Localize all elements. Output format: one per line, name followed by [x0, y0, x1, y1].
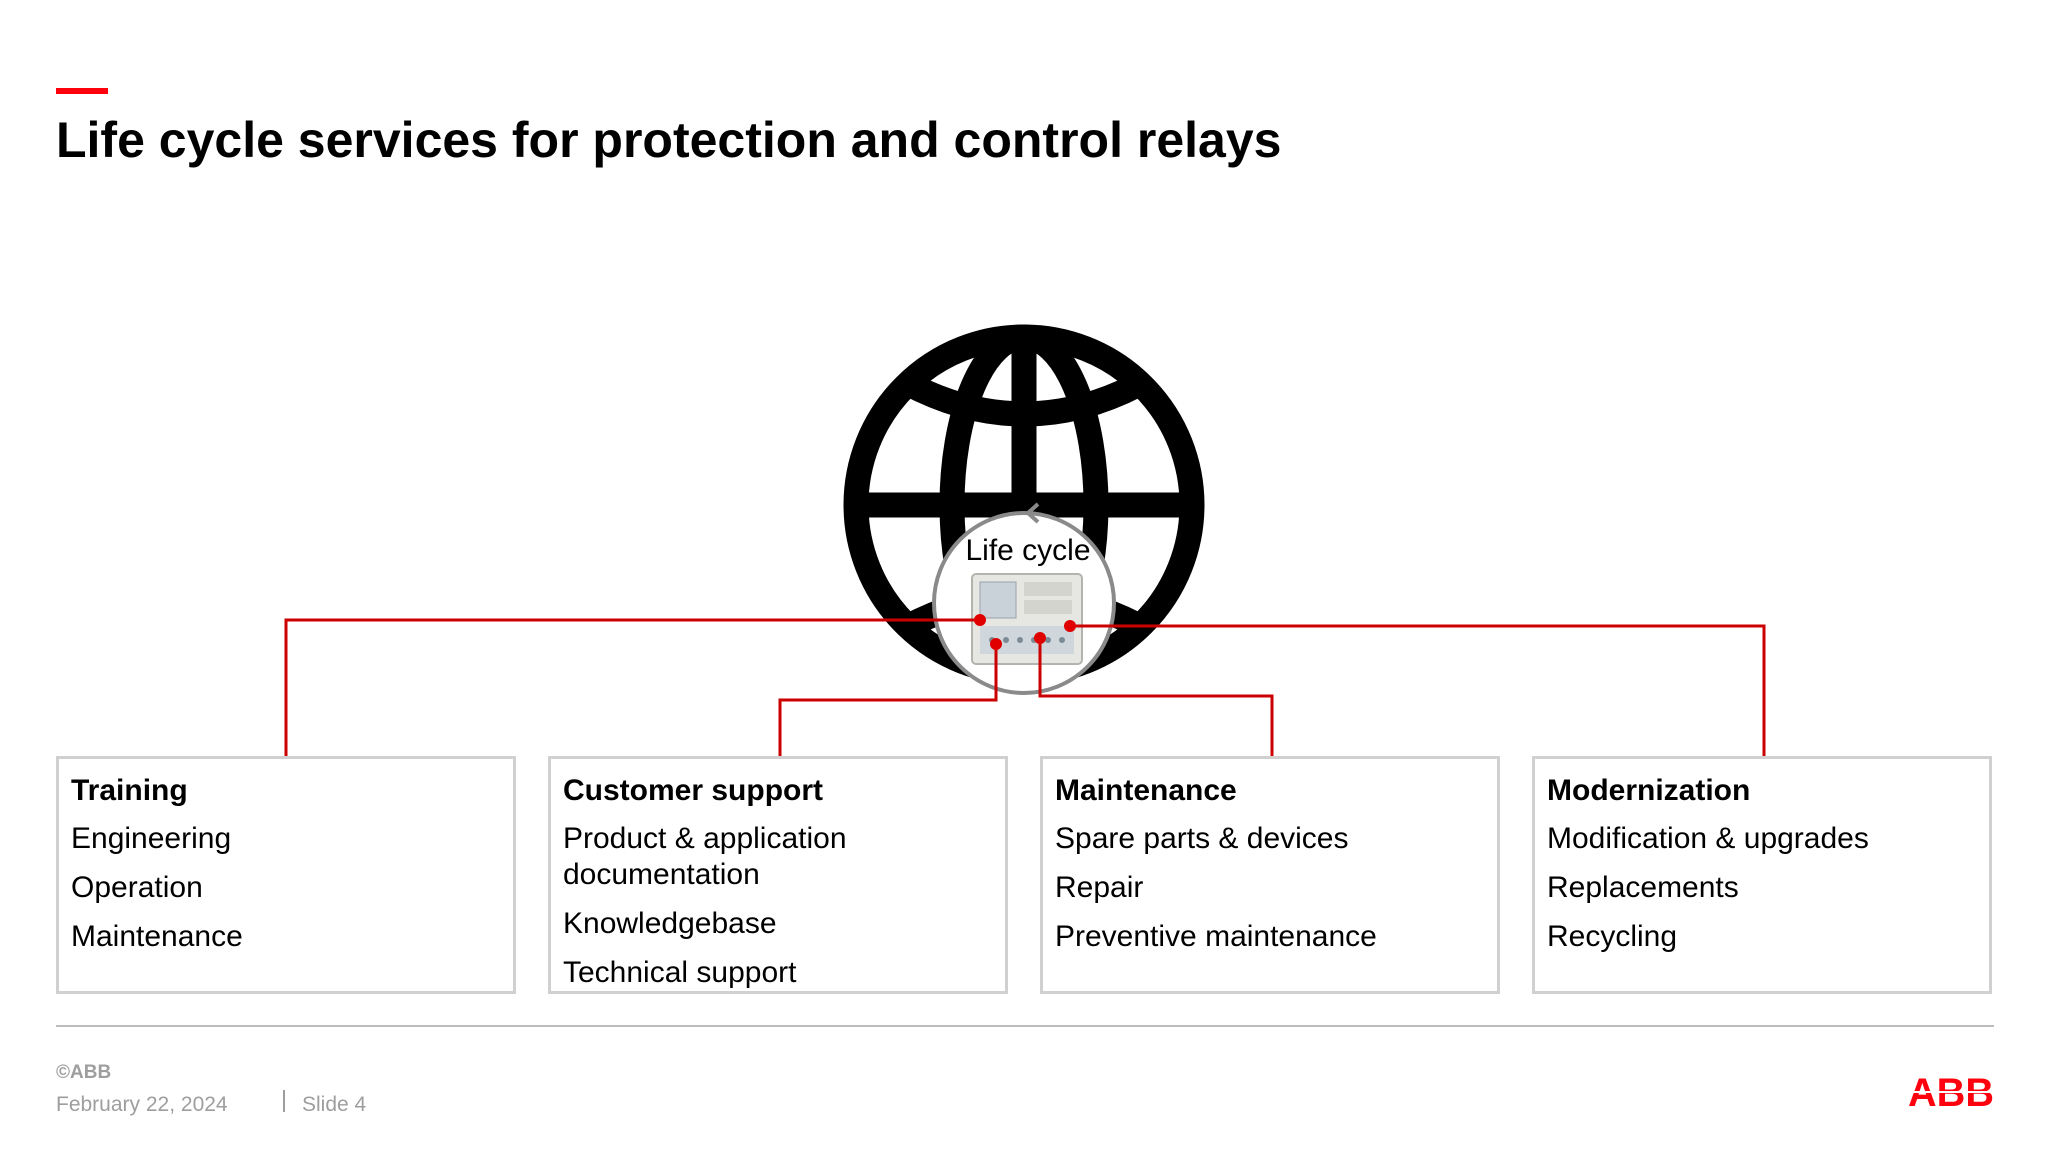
connector-dots — [974, 614, 1076, 650]
box-item: Repair — [1055, 871, 1144, 904]
connector-lines — [284, 618, 1766, 756]
box-item: Product & application documentation — [563, 822, 847, 891]
box-item: Recycling — [1547, 920, 1678, 953]
service-box-customer-support: Customer support Product & application d… — [548, 756, 1008, 994]
footer-divider — [56, 1025, 1994, 1027]
box-title: Modernization — [1547, 774, 1751, 807]
box-title: Maintenance — [1055, 774, 1237, 807]
box-item: Replacements — [1547, 871, 1739, 904]
box-title: Training — [71, 774, 188, 807]
page-title: Life cycle services for protection and c… — [56, 112, 1282, 168]
service-box-training: Training Engineering Operation Maintenan… — [56, 756, 516, 994]
cycle-arrow-icon — [1025, 502, 1040, 524]
connector-modernization — [1070, 624, 1766, 756]
lifecycle-label: Life cycle — [965, 534, 1091, 567]
connector-customer-support — [778, 644, 998, 756]
connector-training — [284, 618, 980, 756]
service-box-modernization: Modernization Modification & upgrades Re… — [1532, 756, 1992, 994]
connector-dot — [1034, 632, 1046, 644]
box-item: Modification & upgrades — [1547, 822, 1869, 855]
box-item: Technical support — [563, 956, 797, 989]
footer-separator — [283, 1090, 285, 1112]
box-item: Engineering — [71, 822, 232, 855]
box-item: Knowledgebase — [563, 907, 777, 940]
relay-device-image — [971, 573, 1083, 665]
connector-maintenance — [1038, 640, 1274, 756]
box-item: Spare parts & devices — [1055, 822, 1349, 855]
abb-logo: ABB — [1908, 1074, 1996, 1110]
connector-dot — [990, 638, 1002, 650]
box-item: Operation — [71, 871, 203, 904]
title-accent-bar — [56, 88, 108, 94]
slide-number: Slide 4 — [302, 1093, 367, 1116]
footer-date: February 22, 2024 — [56, 1093, 228, 1116]
copyright: ©ABB — [56, 1062, 112, 1083]
service-box-maintenance: Maintenance Spare parts & devices Repair… — [1040, 756, 1500, 994]
box-item: Maintenance — [71, 920, 243, 953]
connector-dot — [1064, 620, 1076, 632]
connector-dot — [974, 614, 986, 626]
box-title: Customer support — [563, 774, 824, 807]
box-item: Preventive maintenance — [1055, 920, 1377, 953]
